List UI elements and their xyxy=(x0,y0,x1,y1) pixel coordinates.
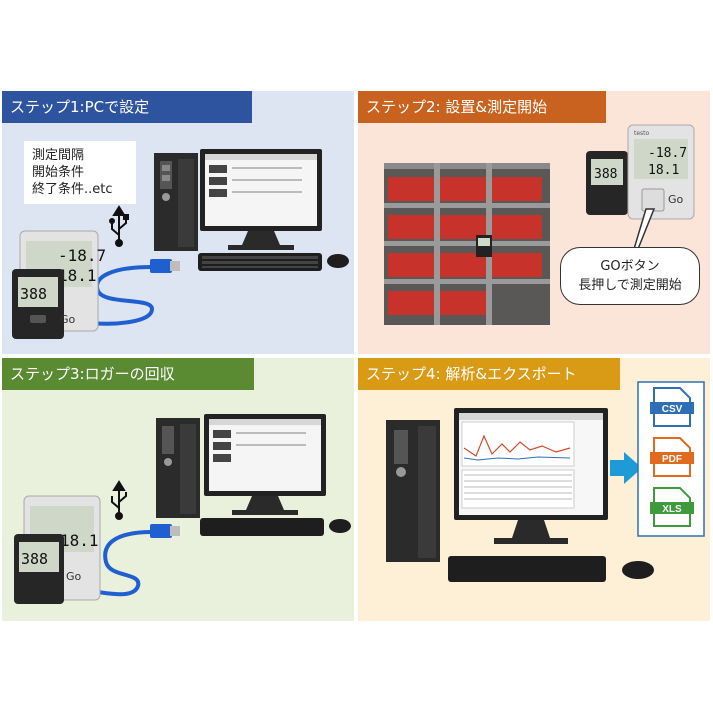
step4-illustration: CSV PDF XLS xyxy=(386,381,705,582)
warehouse-shelf-photo xyxy=(384,163,550,325)
svg-text:Go: Go xyxy=(668,193,684,206)
step2-header: ステップ2: 設置&測定開始 xyxy=(358,91,606,123)
monitor xyxy=(454,408,608,544)
usb-icon xyxy=(109,205,129,247)
note-line-start: 開始条件 xyxy=(32,165,85,180)
monitor xyxy=(200,149,322,250)
pdf-file-icon: PDF xyxy=(650,437,694,477)
keyboard xyxy=(200,518,324,536)
mouse xyxy=(622,561,654,579)
svg-text:-18.7: -18.7 xyxy=(58,246,106,265)
keyboard xyxy=(448,556,606,582)
svg-text:388: 388 xyxy=(20,285,47,303)
data-logger-front: 388 Go xyxy=(12,269,76,339)
usb-cable xyxy=(97,530,153,597)
data-logger-front: 388 Go xyxy=(14,534,82,604)
svg-text:-18.7: -18.7 xyxy=(648,146,687,161)
csv-file-icon: CSV xyxy=(650,387,694,427)
bubble-line-1: GOボタン xyxy=(600,259,660,274)
svg-text:XLS: XLS xyxy=(662,504,682,515)
settings-note: 測定間隔 開始条件 終了条件..etc xyxy=(24,141,136,204)
step2-illustration: 388 testo -18.7 18.1 Go xyxy=(586,124,695,250)
mouse xyxy=(329,519,351,533)
step2-panel: ステップ2: 設置&測定開始 388 test xyxy=(358,91,710,354)
usb-cable xyxy=(91,265,155,326)
usb-icon xyxy=(111,480,127,520)
bubble-line-2: 長押しで測定開始 xyxy=(578,278,682,293)
data-logger-back: testo -18.7 18.1 Go xyxy=(627,124,695,220)
usb-plug xyxy=(150,259,172,273)
export-arrow xyxy=(610,452,642,484)
step1-illustration: -18.7 18.1 388 Go xyxy=(12,149,349,339)
pc-tower xyxy=(154,153,198,251)
svg-text:Go: Go xyxy=(60,313,76,326)
svg-text:PDF: PDF xyxy=(662,454,682,465)
step4-panel: ステップ4: 解析&エクスポート CSV xyxy=(358,358,710,621)
mouse xyxy=(327,254,349,268)
svg-text:388: 388 xyxy=(21,550,48,568)
svg-text:388: 388 xyxy=(594,167,617,182)
data-logger-front: 388 xyxy=(586,151,628,215)
svg-text:18.1: 18.1 xyxy=(58,266,97,285)
pc-tower xyxy=(156,418,200,518)
xls-file-icon: XLS xyxy=(650,487,694,527)
step1-panel: ステップ1:PCで設定 測定間隔 開始条件 終了条件..etc xyxy=(2,91,354,354)
step4-header: ステップ4: 解析&エクスポート xyxy=(358,358,620,390)
usb-plug xyxy=(150,524,172,538)
step1-header: ステップ1:PCで設定 xyxy=(2,91,252,123)
monitor xyxy=(204,414,326,515)
svg-text:18.1: 18.1 xyxy=(60,531,99,550)
svg-text:18.1: 18.1 xyxy=(648,163,679,178)
step3-illustration: 18.1 388 Go xyxy=(14,414,351,604)
step3-header: ステップ3:ロガーの回収 xyxy=(2,358,254,390)
go-button-bubble: GOボタン 長押しで測定開始 xyxy=(560,247,700,305)
svg-text:CSV: CSV xyxy=(662,404,683,415)
svg-text:Go: Go xyxy=(66,570,82,583)
note-line-interval: 測定間隔 xyxy=(32,148,85,163)
step3-panel: ステップ3:ロガーの回収 xyxy=(2,358,354,621)
svg-text:testo: testo xyxy=(634,130,650,137)
note-line-end: 終了条件..etc xyxy=(32,182,113,197)
pc-tower xyxy=(386,420,440,562)
